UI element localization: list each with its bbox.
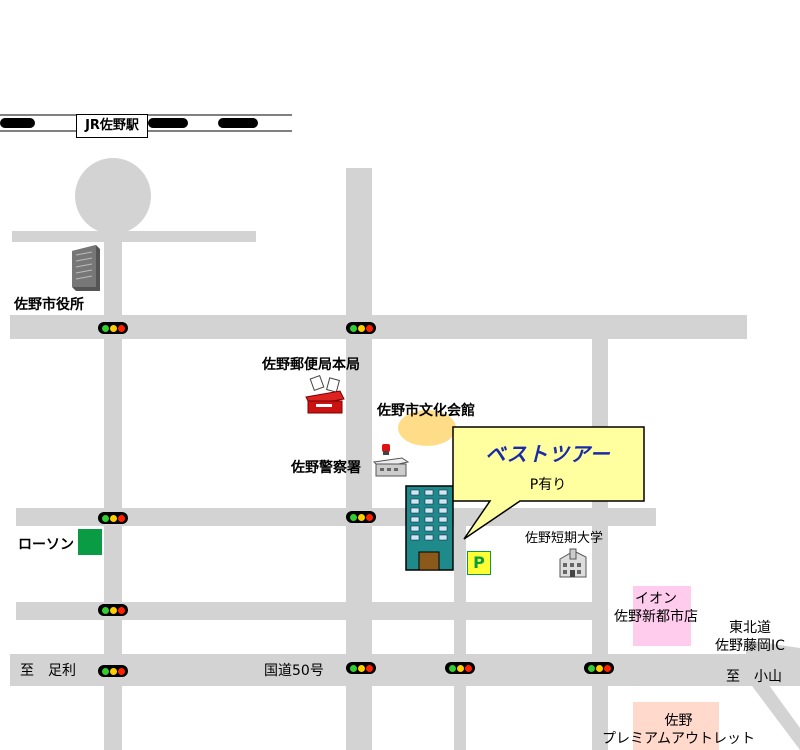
callout-subtitle: P有り xyxy=(529,477,567,493)
school-icon xyxy=(559,548,587,578)
callout-bubble xyxy=(452,426,645,540)
parking-icon: P xyxy=(467,551,491,575)
traffic-signal-icon xyxy=(98,604,128,616)
road-vertical-center xyxy=(346,168,372,750)
lawson-label: ローソン xyxy=(18,537,74,553)
tohoku-ic-label: 東北道 佐野藤岡IC xyxy=(715,620,785,654)
police-station-icon xyxy=(372,444,410,477)
direction-oyama: 至 小山 xyxy=(726,669,782,685)
road-route-50 xyxy=(10,654,800,686)
railway-line xyxy=(0,114,292,132)
culture-hall-area xyxy=(398,410,456,446)
traffic-signal-icon xyxy=(346,322,376,334)
traffic-signal-icon xyxy=(98,322,128,334)
road-ic-ramp xyxy=(740,640,800,750)
direction-ashikaga: 至 足利 xyxy=(20,663,76,679)
route-50-label: 国道50号 xyxy=(264,663,324,679)
road-horizontal-cityhall xyxy=(10,315,747,339)
traffic-signal-icon xyxy=(346,662,376,674)
callout-title: ベストツアー xyxy=(485,442,611,466)
police-station-label: 佐野警察署 xyxy=(291,460,361,476)
traffic-signal-icon xyxy=(346,511,376,523)
station-label: JR佐野駅 xyxy=(76,114,148,138)
road-horizontal-lower xyxy=(16,602,593,620)
traffic-signal-icon xyxy=(98,665,128,677)
city-hall-label: 佐野市役所 xyxy=(14,297,84,313)
lawson-marker xyxy=(78,529,102,555)
traffic-signal-icon xyxy=(98,512,128,524)
aeon-label: イオン 佐野新都市店 xyxy=(614,591,698,625)
aeon-area xyxy=(633,586,691,646)
destination-building-icon[interactable] xyxy=(405,485,455,571)
office-building-icon xyxy=(72,245,100,291)
post-office-icon xyxy=(305,375,345,414)
traffic-signal-icon xyxy=(584,662,614,674)
road-vertical-east-minor xyxy=(454,524,466,750)
road-station-street xyxy=(12,231,256,242)
outlet-label: 佐野 プレミアムアウトレット xyxy=(602,713,756,747)
junior-college-label: 佐野短期大学 xyxy=(525,531,604,546)
culture-hall-label: 佐野市文化会館 xyxy=(377,403,475,419)
outlet-area xyxy=(633,702,719,750)
post-office-label: 佐野郵便局本局 xyxy=(262,357,360,373)
traffic-signal-icon xyxy=(445,662,475,674)
